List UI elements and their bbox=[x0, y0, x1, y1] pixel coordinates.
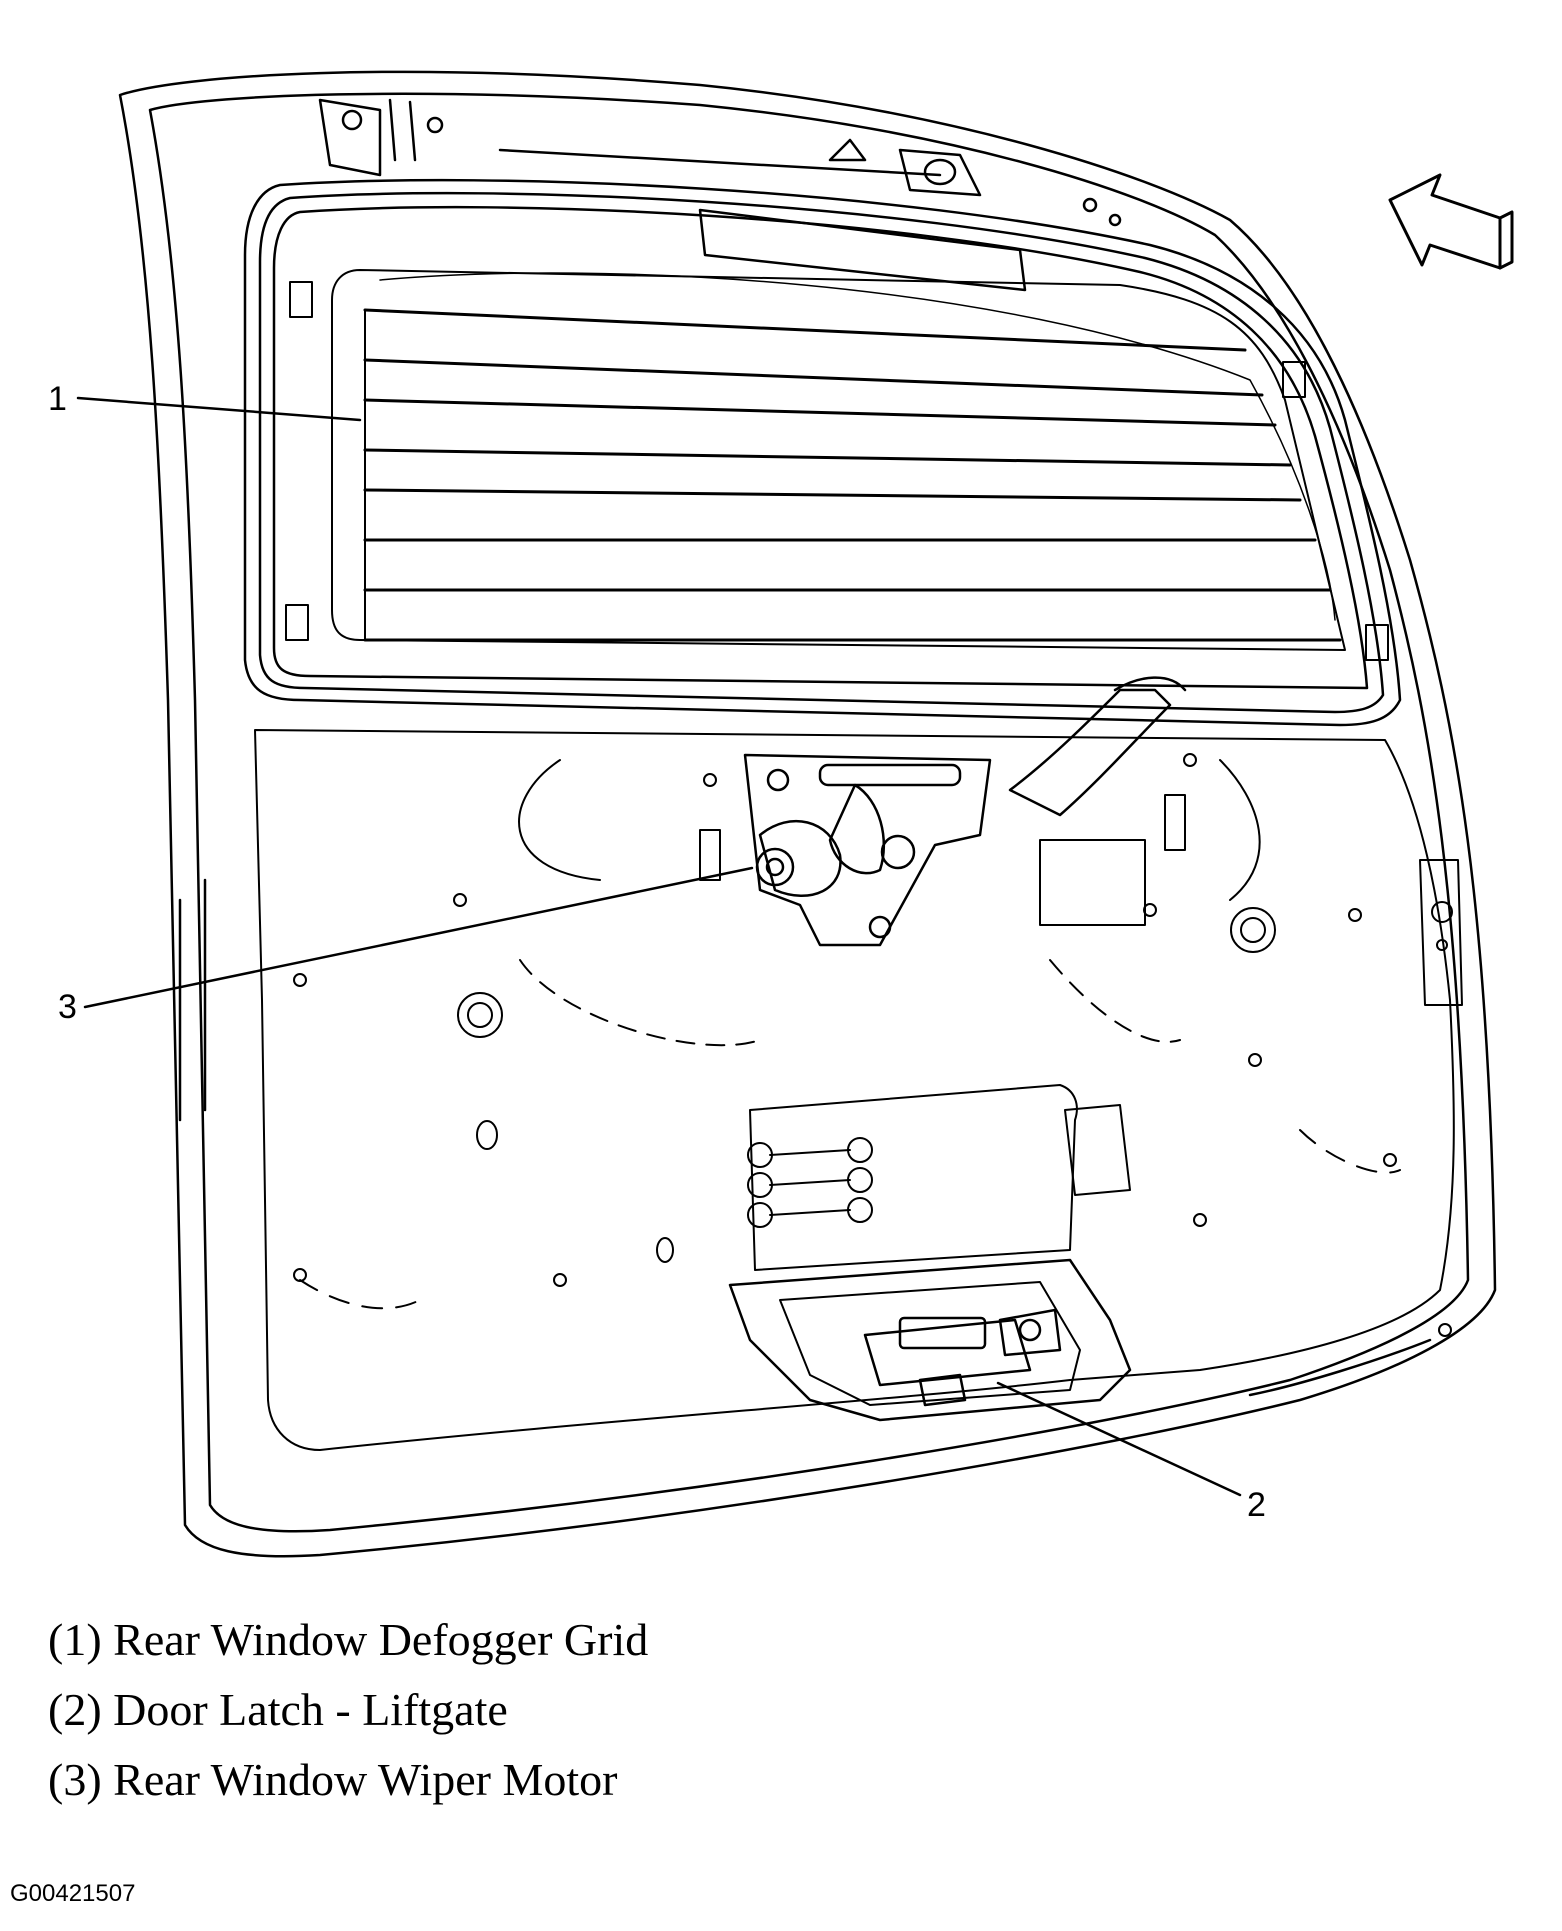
callout-leaders bbox=[76, 396, 1242, 1497]
door-latch-liftgate bbox=[728, 1258, 1132, 1422]
legend-item-defogger-grid: (1) Rear Window Defogger Grid bbox=[48, 1614, 649, 1665]
callout-3: 3 bbox=[58, 988, 77, 1026]
rear-window-defogger-grid bbox=[363, 308, 1342, 642]
legend-item-door-latch: (2) Door Latch - Liftgate bbox=[48, 1684, 508, 1735]
liftgate-outer-panel bbox=[118, 70, 1497, 1558]
inner-trim-panel bbox=[254, 729, 1455, 1451]
rear-window-wiper-motor bbox=[743, 676, 1187, 947]
access-holes bbox=[293, 753, 1452, 1337]
side-latch-clip bbox=[1419, 859, 1463, 1006]
window-clips bbox=[285, 281, 1389, 661]
center-access-panel bbox=[747, 1084, 1131, 1271]
callout-1: 1 bbox=[48, 380, 67, 418]
rear-window-glass bbox=[331, 208, 1346, 651]
liftgate-diagram bbox=[76, 70, 1514, 1558]
hinge-details bbox=[318, 98, 1122, 227]
rear-window-frame bbox=[243, 178, 1402, 727]
figure-id: G00421507 bbox=[10, 1880, 136, 1907]
leader-3 bbox=[83, 866, 754, 1009]
leader-2 bbox=[996, 1381, 1242, 1497]
leader-1 bbox=[76, 396, 362, 422]
callout-2: 2 bbox=[1247, 1486, 1266, 1524]
legend: (1) Rear Window Defogger Grid (2) Door L… bbox=[48, 1605, 648, 1815]
legend-item-wiper-motor: (3) Rear Window Wiper Motor bbox=[48, 1754, 618, 1805]
front-direction-arrow bbox=[1388, 173, 1514, 270]
